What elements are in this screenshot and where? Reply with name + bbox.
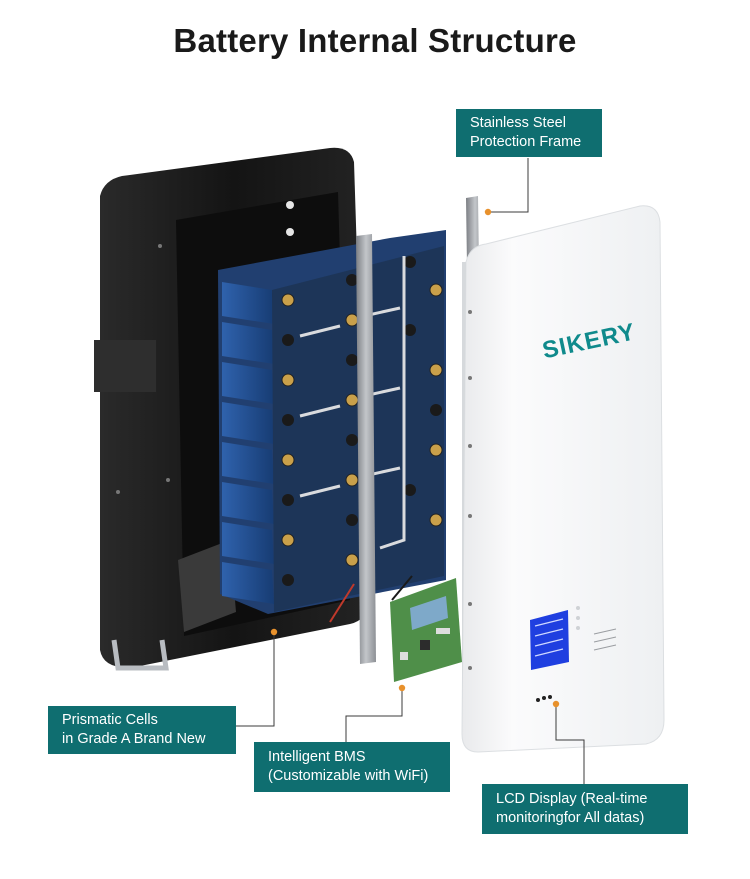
lcd-screen	[530, 610, 569, 670]
callout-dot-lcd	[552, 700, 560, 708]
callout-frame-label: Stainless Steel Protection Frame	[456, 109, 602, 157]
callout-dot-cells	[270, 628, 278, 636]
callout-dot-bms	[398, 684, 406, 692]
front-cover	[461, 205, 665, 753]
callout-bms-label: Intelligent BMS (Customizable with WiFi)	[254, 742, 450, 792]
page-title: Battery Internal Structure	[173, 22, 577, 59]
bms-bracket	[356, 234, 376, 664]
callout-dots	[270, 208, 560, 708]
enclosure-recess	[94, 340, 156, 392]
handle-icon	[111, 639, 169, 671]
bms-board	[390, 578, 462, 682]
cell-stack	[218, 230, 446, 614]
callout-leader-lines	[236, 158, 585, 784]
callout-dot-frame	[484, 208, 492, 216]
callout-lcd-label: LCD Display (Real-time monitoringfor All…	[482, 784, 688, 834]
callout-cells-label: Prismatic Cells in Grade A Brand New	[48, 706, 236, 754]
